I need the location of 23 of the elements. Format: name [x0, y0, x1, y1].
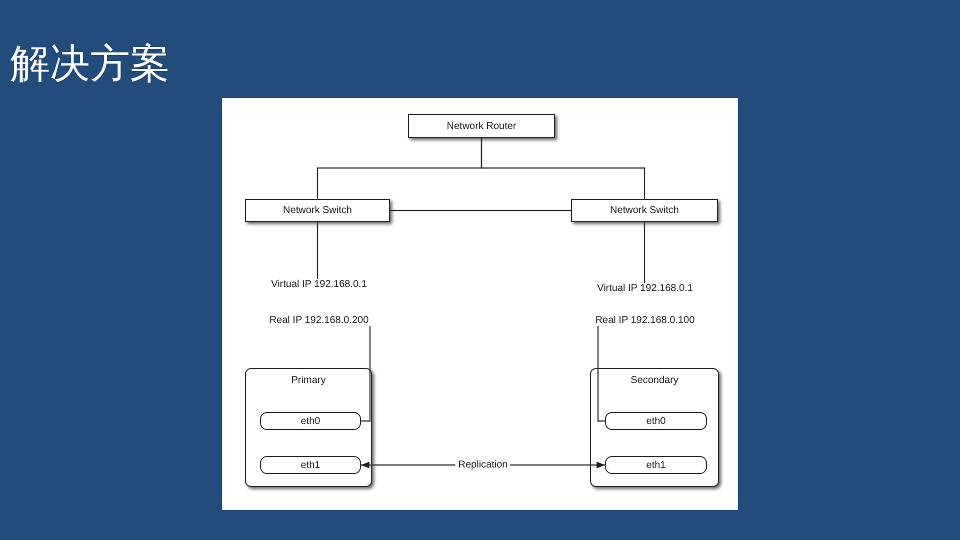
interface-box: eth1	[260, 456, 361, 474]
ip-address-text: Real IP 192.168.0.200	[269, 315, 369, 326]
server-title: Secondary	[630, 375, 680, 386]
switch-box: Network Switch	[571, 199, 718, 222]
connector-line	[316, 222, 318, 279]
switch-box: Network Switch	[245, 199, 390, 222]
slide-title: 解决方案	[10, 41, 170, 88]
connector-line	[597, 326, 605, 422]
connector-line	[480, 138, 646, 199]
interface-box: eth1	[605, 456, 707, 474]
ip-address-text: Virtual IP 192.168.0.1	[597, 283, 693, 294]
server-box	[245, 368, 372, 487]
router-box: Network Router	[408, 114, 555, 138]
interface-box: eth0	[605, 412, 707, 430]
ip-address-text: Virtual IP 192.168.0.1	[271, 279, 367, 290]
connector-line	[644, 222, 646, 283]
ip-address-text: Real IP 192.168.0.100	[595, 315, 695, 326]
edge-label: Replication	[455, 460, 511, 470]
server-box	[590, 368, 719, 487]
connector-line	[390, 210, 571, 212]
server-title: Primary	[290, 375, 327, 386]
connector-line	[361, 326, 371, 422]
interface-box: eth0	[260, 412, 361, 430]
